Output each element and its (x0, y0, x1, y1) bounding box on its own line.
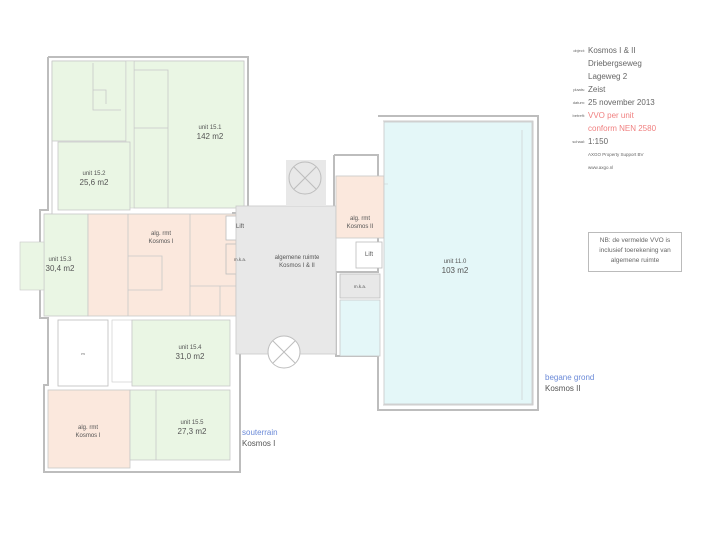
place-value: Zeist (588, 85, 606, 94)
level-souterrain: souterrain Kosmos I (242, 428, 278, 448)
label-unit-15-5: unit 15.5 27,3 m2 (177, 420, 207, 436)
label-alg-rmt-kosmos-1-lower: alg. rmt Kosmos I (75, 425, 101, 439)
title-block: object:Kosmos I & II Driebergseweg Lagew… (565, 46, 715, 176)
label-unit-15-1: unit 15.1 142 m2 (196, 125, 224, 141)
mka-room-kosmos-2 (339, 273, 381, 299)
label-lift-kosmos-2: Lift (364, 252, 373, 258)
outer-wall-kosmos-2-inner (383, 120, 534, 406)
unit-15-3-stub (19, 241, 45, 291)
label-alg-rmt-kosmos-2: alg. rmt Kosmos II (346, 216, 374, 230)
object-street: Driebergseweg (588, 59, 642, 68)
vvo-note: NB: de vermelde VVO is inclusief toereke… (588, 232, 682, 272)
label-small-room: m (81, 351, 85, 356)
kosmos-2-lower-annex (339, 299, 381, 357)
label-unit-15-3: unit 15.3 30,4 m2 (45, 257, 75, 273)
unit-15-1-inner-walls (92, 63, 169, 208)
hall-dome-lower-cross (272, 340, 296, 364)
scale-key: schaal: (572, 139, 585, 144)
unit-11-0-room (383, 121, 533, 405)
alg-rmt-upper-walls (127, 214, 236, 316)
level-begane-grond: begane grond Kosmos II (545, 373, 595, 393)
label-mka-kosmos-1: m.k.a. (233, 257, 247, 262)
small-white-room (57, 319, 109, 387)
unit-15-3-room (43, 213, 89, 317)
scale-value: 1:150 (588, 137, 609, 146)
unit-15-4-room (131, 319, 231, 387)
date-key: datum: (572, 100, 585, 105)
date-value: 25 november 2013 (588, 98, 655, 107)
lift-shaft-kosmos-2 (355, 241, 383, 269)
title-line-2: conform NEN 2580 (588, 124, 657, 133)
unit-15-5-room (129, 389, 231, 461)
label-lift-kosmos-1: Lift (235, 224, 244, 230)
title-line-1: VVO per unit (588, 111, 634, 120)
label-unit-15-2: unit 15.2 25,6 m2 (79, 171, 109, 187)
unit-15-2-room (57, 141, 131, 211)
label-algemene-ruimte: algemene ruimte Kosmos I & II (274, 255, 320, 269)
alg-rmt-kosmos-2 (335, 175, 385, 239)
alg-rmt-kosmos-1-lower (47, 389, 131, 469)
place-key: plaats: (573, 87, 585, 92)
label-unit-15-4: unit 15.4 31,0 m2 (175, 345, 205, 361)
company-website: www.axgo.nl (588, 165, 614, 170)
algemene-ruimte-common (235, 205, 337, 355)
label-mka-kosmos-2: m.k.a. (353, 284, 367, 289)
unit-15-1-room-right (133, 60, 245, 209)
object-address: Lageweg 2 (588, 72, 628, 81)
title-key: betreft: (572, 113, 585, 118)
hall-dome-upper-cross (293, 166, 317, 190)
label-unit-11-0: unit 11.0 103 m2 (441, 259, 469, 275)
unit-11-0-inner-walls (384, 130, 523, 400)
unit-15-1-room-left (51, 60, 127, 142)
object-key: object: (573, 48, 585, 53)
stair-well (111, 319, 133, 383)
object-name: Kosmos I & II (588, 46, 636, 55)
company-name: AXGO Property Support BV (588, 152, 644, 157)
label-alg-rmt-kosmos-1-upper: alg. rmt Kosmos I (148, 231, 174, 245)
